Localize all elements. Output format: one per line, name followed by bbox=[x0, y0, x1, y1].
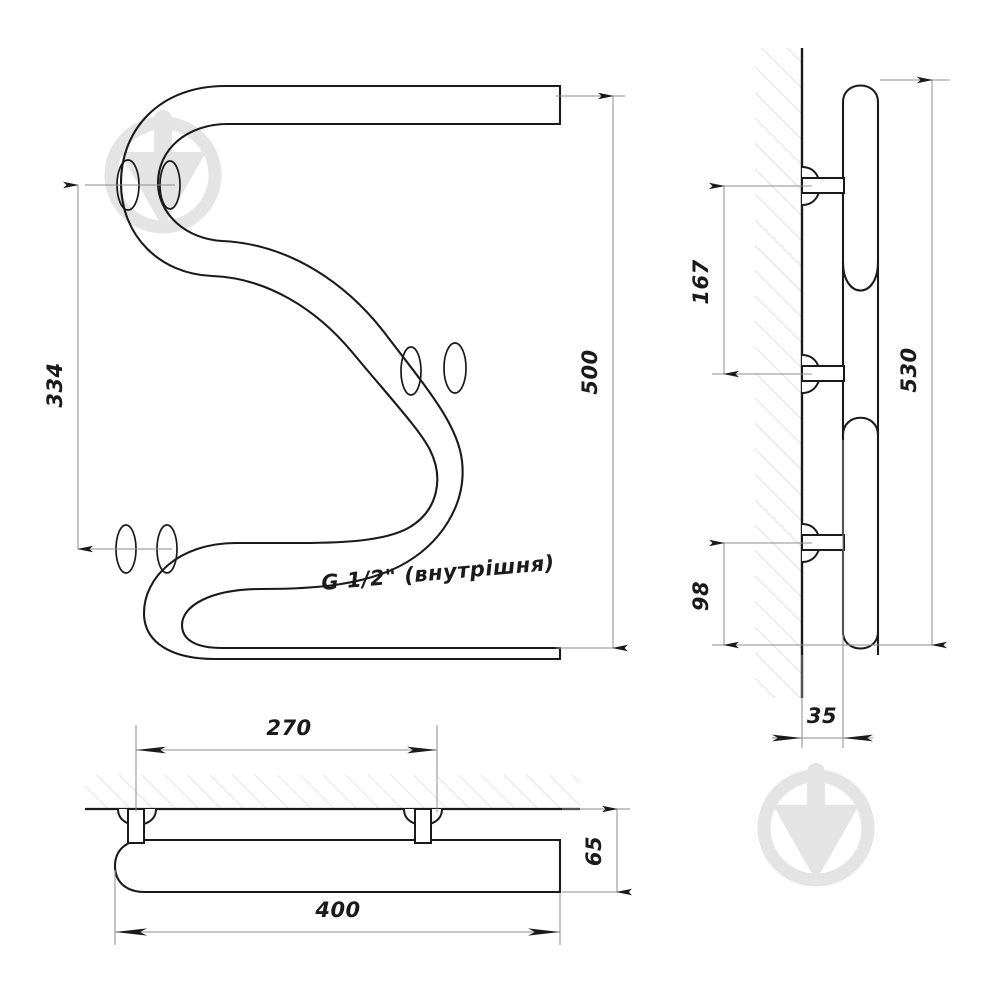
bracket-stem-right bbox=[414, 808, 432, 844]
bottom-view-bracket-right bbox=[403, 808, 443, 844]
bottom-view-bracket-left bbox=[117, 808, 157, 844]
arrow-270-left bbox=[136, 746, 166, 754]
bottom-view-wall-hatch bbox=[85, 775, 580, 809]
dimension-270: 270 bbox=[135, 716, 438, 812]
dim-label-35: 35 bbox=[807, 704, 837, 728]
front-view bbox=[115, 84, 562, 661]
side-view bbox=[755, 48, 880, 698]
dim-label-530: 530 bbox=[897, 347, 921, 392]
dimension-530: 530 bbox=[880, 76, 950, 649]
arrow-270-right bbox=[407, 746, 437, 754]
dimension-400: 400 bbox=[114, 870, 561, 945]
dim-label-270: 270 bbox=[266, 716, 311, 740]
watermark-logo-top-left bbox=[104, 110, 222, 234]
dim-label-98: 98 bbox=[689, 581, 713, 611]
dimension-167: 167 bbox=[689, 182, 812, 378]
bottom-view-tube-body bbox=[113, 838, 562, 894]
side-view-tube-top-segment bbox=[841, 84, 880, 292]
side-view-wall-hatch bbox=[755, 48, 802, 698]
dimension-500: 500 bbox=[556, 92, 628, 652]
thread-note-label: G 1/2" (внутрішня) bbox=[320, 551, 555, 595]
watermark-logo-bottom-right bbox=[757, 763, 875, 887]
side-view-tube-bottom-cap bbox=[841, 631, 880, 650]
bottom-view bbox=[85, 775, 580, 894]
dimension-35: 35 bbox=[772, 440, 873, 748]
dim-label-167: 167 bbox=[689, 259, 713, 304]
front-view-tube-inner bbox=[156, 122, 562, 650]
pipe-joint-mark-mid-left bbox=[400, 346, 422, 396]
front-view-tube-outer bbox=[119, 84, 562, 661]
side-view-tube-middle-segment bbox=[841, 282, 880, 436]
arrow-35-left bbox=[772, 734, 802, 742]
arrow-35-right bbox=[843, 734, 873, 742]
dimension-65: 65 bbox=[562, 805, 632, 896]
dim-label-334: 334 bbox=[43, 362, 67, 407]
bracket-stem-left bbox=[127, 808, 145, 844]
arrow-400-left bbox=[115, 928, 147, 936]
pipe-joint-mark-mid-right bbox=[443, 342, 467, 394]
dimension-334: 334 bbox=[43, 181, 175, 553]
dim-label-500: 500 bbox=[578, 349, 602, 394]
dimension-98: 98 bbox=[689, 539, 940, 649]
arrow-400-right bbox=[528, 928, 560, 936]
dim-label-65: 65 bbox=[582, 836, 606, 866]
dim-label-400: 400 bbox=[314, 898, 360, 922]
